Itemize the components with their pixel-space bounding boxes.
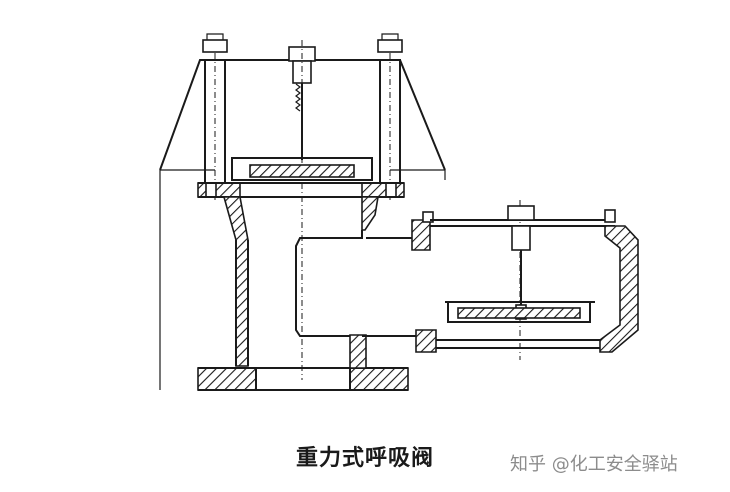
side-valve-disc bbox=[445, 301, 595, 323]
vertical-valve-stem bbox=[288, 40, 316, 380]
watermark: 知乎 @化工安全驿站 bbox=[510, 450, 720, 476]
guide-rod-left bbox=[202, 33, 228, 200]
watermark-handle: @化工安全驿站 bbox=[551, 454, 678, 475]
diagram-caption: 重力式呼吸阀 bbox=[295, 446, 434, 471]
vertical-valve-body bbox=[222, 196, 379, 367]
bottom-flange bbox=[197, 334, 409, 391]
upper-flange bbox=[197, 182, 405, 198]
side-valve-stem bbox=[507, 205, 535, 320]
vertical-valve-disc bbox=[231, 157, 373, 181]
guide-rod-right bbox=[377, 33, 403, 200]
watermark-platform: 知乎 bbox=[510, 454, 546, 475]
side-valve-housing bbox=[430, 200, 639, 360]
horizontal-branch bbox=[295, 211, 437, 353]
